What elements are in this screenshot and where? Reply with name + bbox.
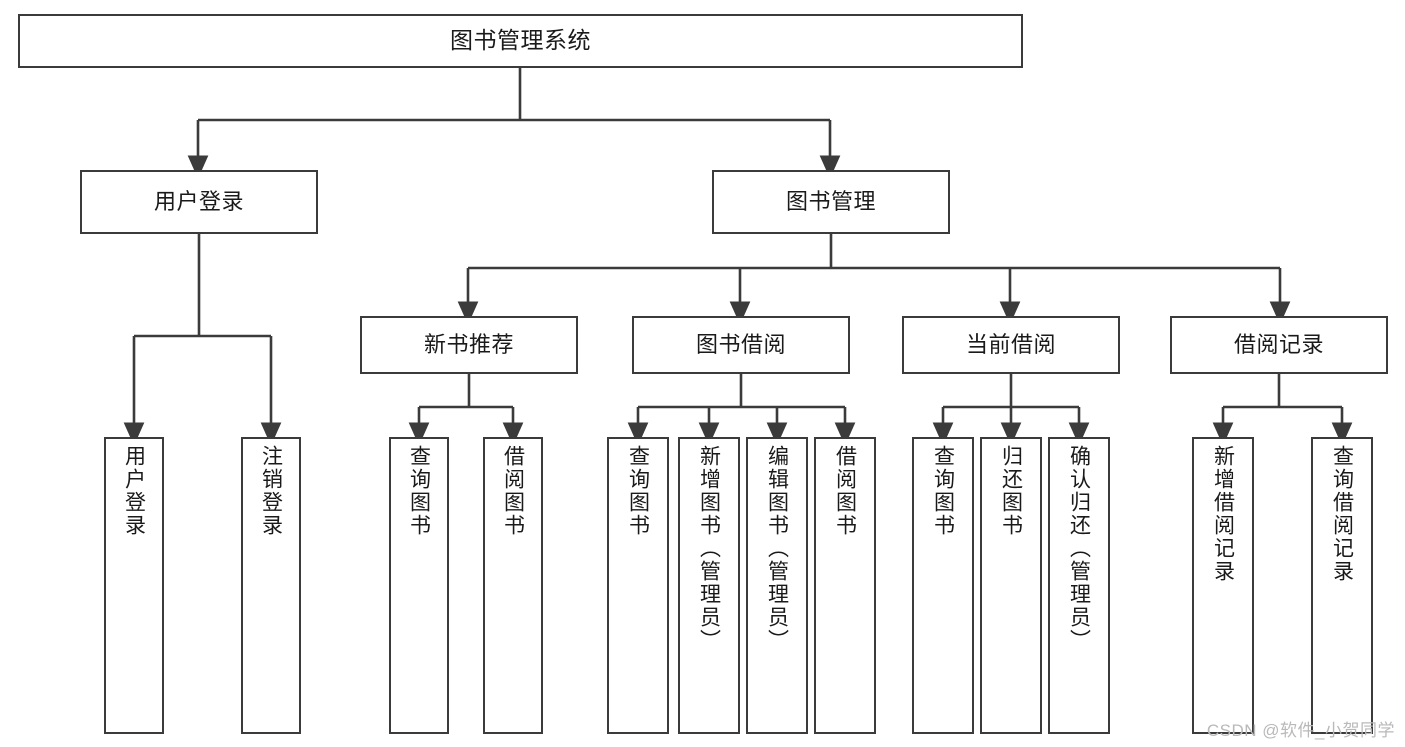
node-leaf-confirm-return[interactable]: 确认归还（管理员） (1048, 437, 1110, 734)
node-borrow-record-label: 借阅记录 (1233, 332, 1324, 358)
node-book-borrow-label: 图书借阅 (695, 332, 786, 358)
node-book-borrow[interactable]: 图书借阅 (632, 316, 850, 374)
node-leaf-add-record[interactable]: 新增借阅记录 (1192, 437, 1254, 734)
node-leaf-query-book-1-label: 查询图书 (407, 445, 431, 537)
node-leaf-query-record-label: 查询借阅记录 (1330, 445, 1354, 583)
node-book-manage-label: 图书管理 (785, 189, 876, 215)
node-leaf-user-login-label: 用户登录 (122, 445, 146, 537)
node-leaf-add-book-label: 新增图书（管理员） (697, 445, 721, 652)
node-leaf-return-book[interactable]: 归还图书 (980, 437, 1042, 734)
node-current-borrow-label: 当前借阅 (965, 332, 1056, 358)
node-leaf-add-book[interactable]: 新增图书（管理员） (678, 437, 740, 734)
node-leaf-logout[interactable]: 注销登录 (241, 437, 301, 734)
node-leaf-return-book-label: 归还图书 (999, 445, 1023, 537)
node-leaf-query-book-2-label: 查询图书 (626, 445, 650, 537)
node-leaf-edit-book-label: 编辑图书（管理员） (765, 445, 789, 652)
node-root-label: 图书管理系统 (450, 27, 591, 54)
node-leaf-borrow-book-2[interactable]: 借阅图书 (814, 437, 876, 734)
node-leaf-logout-label: 注销登录 (259, 445, 283, 537)
node-leaf-borrow-book-1[interactable]: 借阅图书 (483, 437, 543, 734)
node-leaf-query-book-1[interactable]: 查询图书 (389, 437, 449, 734)
node-leaf-borrow-book-1-label: 借阅图书 (501, 445, 525, 537)
node-leaf-edit-book[interactable]: 编辑图书（管理员） (746, 437, 808, 734)
node-leaf-borrow-book-2-label: 借阅图书 (833, 445, 857, 537)
node-leaf-query-book-3[interactable]: 查询图书 (912, 437, 974, 734)
node-leaf-user-login[interactable]: 用户登录 (104, 437, 164, 734)
node-leaf-query-book-2[interactable]: 查询图书 (607, 437, 669, 734)
node-leaf-query-book-3-label: 查询图书 (931, 445, 955, 537)
node-user-login[interactable]: 用户登录 (80, 170, 318, 234)
node-user-login-label: 用户登录 (153, 189, 244, 215)
node-book-manage[interactable]: 图书管理 (712, 170, 950, 234)
node-leaf-add-record-label: 新增借阅记录 (1211, 445, 1235, 583)
node-new-book-rec[interactable]: 新书推荐 (360, 316, 578, 374)
node-root[interactable]: 图书管理系统 (18, 14, 1023, 68)
node-new-book-rec-label: 新书推荐 (423, 332, 514, 358)
node-borrow-record[interactable]: 借阅记录 (1170, 316, 1388, 374)
node-leaf-query-record[interactable]: 查询借阅记录 (1311, 437, 1373, 734)
node-current-borrow[interactable]: 当前借阅 (902, 316, 1120, 374)
csdn-watermark: CSDN @软件_小贺同学 (1206, 721, 1395, 740)
node-leaf-confirm-return-label: 确认归还（管理员） (1067, 445, 1091, 652)
